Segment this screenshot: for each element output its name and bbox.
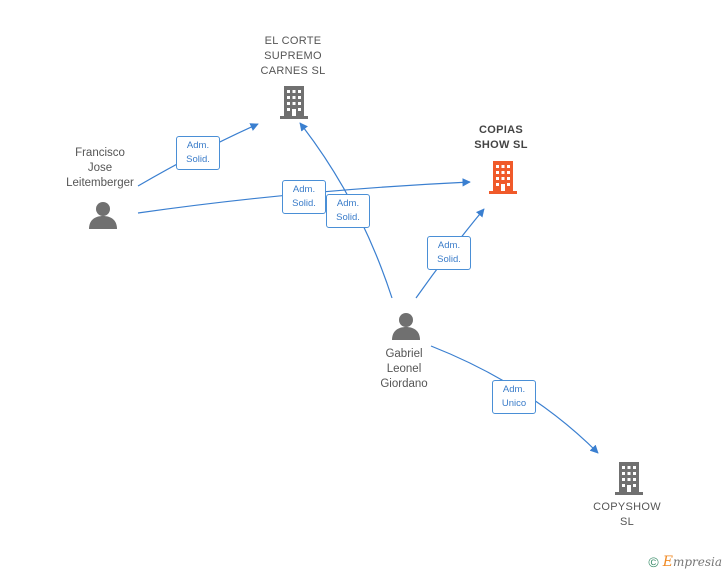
person-icon[interactable]: [391, 311, 421, 341]
edge-label-francisco-elcorte: Adm. Solid.: [176, 136, 220, 170]
person-icon[interactable]: [88, 200, 118, 230]
brand-logo: Empresia: [662, 554, 722, 570]
company-label-copyshow[interactable]: COPYSHOW SL: [593, 501, 661, 528]
person-label-francisco[interactable]: Francisco Jose Leitemberger: [66, 147, 134, 189]
company-label-copias-show[interactable]: COPIAS SHOW SL: [474, 124, 528, 151]
empresia-watermark: © Empresia: [648, 554, 722, 570]
building-icon[interactable]: [278, 84, 310, 120]
copyright-icon: ©: [648, 554, 659, 570]
edge-label-gabriel-copias: Adm. Solid.: [427, 236, 471, 270]
person-label-gabriel[interactable]: Gabriel Leonel Giordano: [380, 348, 428, 390]
edge-label-gabriel-elcorte: Adm. Solid.: [326, 194, 370, 228]
building-icon[interactable]: [613, 460, 645, 496]
edge-label-gabriel-copyshow: Adm. Unico: [492, 380, 536, 414]
edge-label-francisco-copias: Adm. Solid.: [282, 180, 326, 214]
company-label-el-corte[interactable]: EL CORTE SUPREMO CARNES SL: [260, 35, 326, 77]
building-icon[interactable]: [487, 159, 519, 195]
